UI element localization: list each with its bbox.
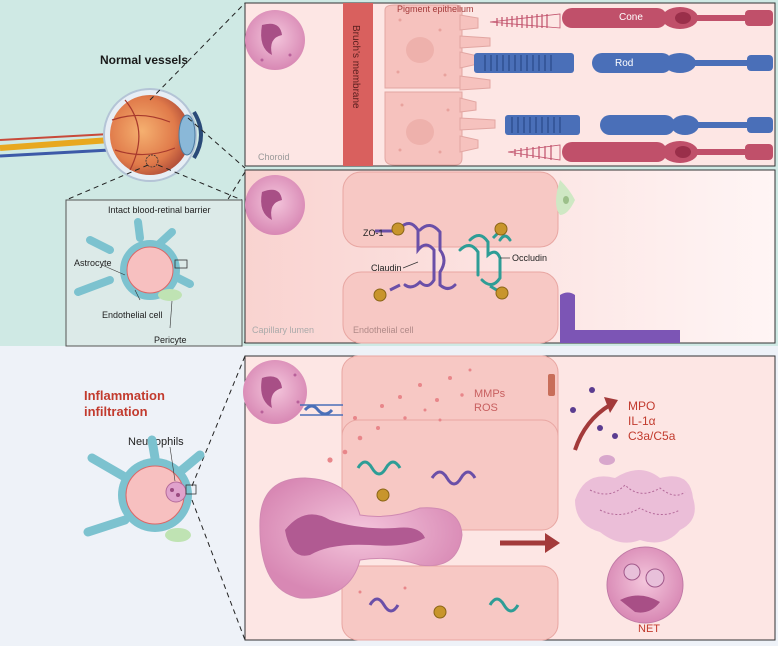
retina-layer-panel: Choroid Bruch's membrane Pigment epithel… — [244, 2, 776, 167]
inflammation-heading-line1: Inflammation — [84, 388, 165, 403]
label-astrocyte: Astrocyte — [74, 258, 112, 268]
tight-junction-panel: ZO-1 Occludin Claudin Capillary lumen En… — [244, 169, 776, 344]
label-rod: Rod — [615, 58, 633, 69]
label-c3a-c5a: C3a/C5a — [628, 429, 676, 443]
label-mpo: MPO — [628, 399, 655, 413]
label-ros: ROS — [474, 402, 498, 414]
label-cone: Cone — [619, 12, 643, 23]
net-structure — [575, 470, 695, 624]
rod-photoreceptor — [474, 53, 773, 73]
normal-vessels-heading: Normal vessels — [100, 53, 188, 67]
label-pigment-epithelium: Pigment epithelium — [397, 4, 474, 14]
label-choroid: Choroid — [258, 152, 290, 162]
label-occludin: Occludin — [512, 253, 547, 263]
cone-photoreceptor — [489, 7, 773, 29]
label-capillary-lumen: Capillary lumen — [252, 325, 314, 335]
label-il1a: IL-1α — [628, 414, 656, 428]
label-endothelial-cell-panel: Endothelial cell — [353, 325, 414, 335]
label-endothelial-cell: Endothelial cell — [102, 310, 163, 320]
label-bruchs-membrane: Bruch's membrane — [350, 25, 361, 109]
label-zo1: ZO-1 — [363, 228, 384, 238]
eye-illustration — [0, 88, 203, 182]
blood-retinal-barrier-inset: Intact blood-retinal barrier Astrocyte E… — [65, 199, 243, 347]
inflammation-panel: MMPs ROS MPO IL-1α C3a/C5a — [243, 355, 776, 641]
inflammation-heading-line2: infiltration — [84, 404, 148, 419]
cone-photoreceptor-2 — [507, 141, 773, 163]
inset-title: Intact blood-retinal barrier — [108, 205, 211, 215]
label-net: NET — [638, 623, 660, 635]
label-claudin: Claudin — [371, 263, 402, 273]
rod-photoreceptor-2 — [505, 115, 773, 135]
label-pericyte: Pericyte — [154, 335, 187, 345]
inflamed-vessel-illustration — [83, 435, 205, 542]
label-mmps: MMPs — [474, 388, 506, 400]
